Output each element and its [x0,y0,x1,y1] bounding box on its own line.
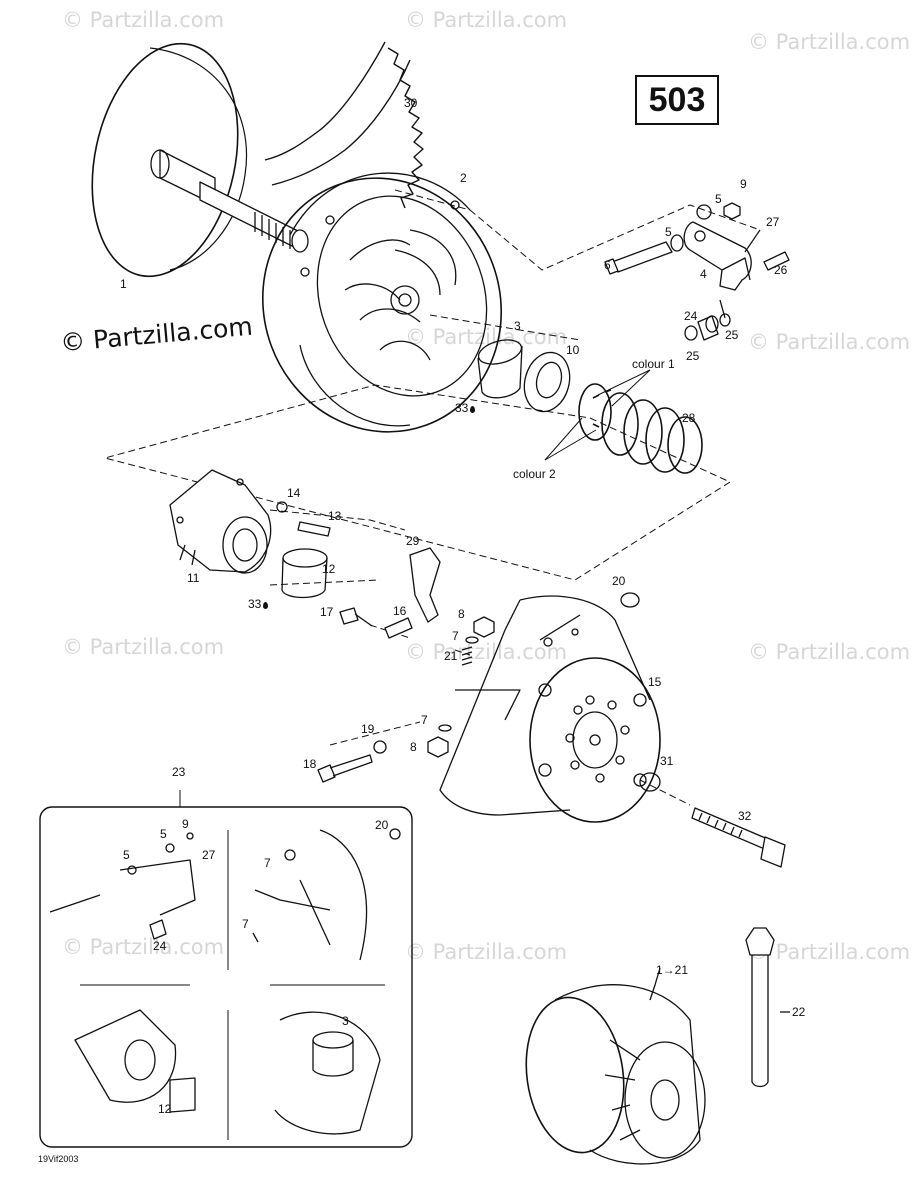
watermark: © Partzilla.com [748,330,911,354]
inset-callout-24: 24 [153,939,167,953]
bushing-part-12 [281,548,328,599]
drawing-code: 19Vif2003 [38,1154,79,1164]
callout-18: 18 [303,757,317,771]
hardware-mid [427,616,495,758]
callout-28: 28 [682,411,696,425]
callout-23: 23 [172,765,186,779]
watermark: © Partzilla.com [405,8,568,32]
callout-8: 8 [458,607,465,621]
drive-belt-part-30 [264,41,424,209]
bolt-part-18 [317,754,373,783]
inset-callout-7: 7 [242,917,249,931]
colour-pointers [544,369,651,461]
callout-12: 12 [322,562,336,576]
callout-11: 11 [187,571,200,585]
callout-colour-1: colour 1 [632,357,675,371]
callout-4: 4 [700,267,707,281]
spider-part-15 [439,595,661,823]
callout-20: 20 [612,574,626,588]
bolt-part-17 [339,607,373,627]
callout-15: 15 [648,675,662,689]
callout-10: 10 [566,343,580,357]
callout-33: 33 [248,598,269,610]
watermark: © Partzilla.com [748,940,911,964]
callout-17: 17 [320,605,334,619]
callout-3: 3 [514,319,521,333]
page-number: 503 [635,75,719,125]
inset-callout-9: 9 [182,817,189,831]
callout-21: 21 [444,649,458,663]
bushing-part-3 [477,339,523,399]
callout-14: 14 [287,486,301,500]
hardware-upper [670,202,790,341]
watermark: © Partzilla.com [405,640,568,664]
nut-part-20 [620,592,640,608]
washer-part-10 [523,351,571,413]
callout-assembly: 1→21 [656,963,689,977]
inset-callout-27: 27 [202,848,216,862]
callout-13: 13 [328,509,342,523]
watermark: © Partzilla.com [405,325,568,349]
callout-colour-2: colour 2 [513,467,556,481]
axle-bolt-part-6 [604,241,673,275]
inset-callout-7: 7 [264,856,271,870]
callout-16: 16 [393,604,407,618]
callout-5: 5 [715,192,722,206]
callout-5: 5 [665,225,672,239]
watermark: © Partzilla.com [62,8,225,32]
screw-part-13 [297,521,331,537]
callout-31: 31 [660,754,674,768]
callout-7: 7 [452,629,459,643]
grease-drop-icon [263,602,269,609]
callout-25: 25 [686,349,700,363]
inset-callout-12: 12 [158,1102,172,1116]
callout-27: 27 [766,215,780,229]
inset-callout-3: 3 [342,1014,349,1028]
callout-2: 2 [460,171,467,185]
callout-33: 33 [455,402,476,414]
watermark: © Partzilla.com [748,30,911,54]
watermark: © Partzilla.com [62,635,225,659]
callout-9: 9 [740,177,747,191]
washer-part-14 [276,501,288,513]
callout-7: 7 [421,713,428,727]
fixed-sheave-part-1 [91,42,309,278]
inset-callout-5: 5 [123,848,130,862]
callout-6: 6 [604,258,611,272]
callout-1: 1 [120,277,127,291]
pin-part-16 [384,617,413,639]
inset-callout-5: 5 [160,827,167,841]
callout-32: 32 [738,809,752,823]
spring-part-28 [578,383,703,474]
callout-24: 24 [684,309,698,323]
washer-part-19 [373,740,387,754]
callout-8: 8 [410,740,417,754]
watermark: © Partzilla.com [405,940,568,964]
bolt-part-22 [745,927,790,1088]
watermark: © Partzilla.com [62,935,225,959]
callout-25: 25 [725,328,739,342]
watermark: © Partzilla.com [748,640,911,664]
callout-30: 30 [404,96,418,110]
washer-part-31 [639,772,661,792]
callout-26: 26 [774,263,788,277]
roller-lever-part-4 [683,221,752,291]
inset-box-part-23 [39,790,413,1148]
callout-22: 22 [792,1005,806,1019]
bolt-part-32 [691,807,786,868]
callout-29: 29 [406,534,420,548]
assembled-clutch [525,967,706,1165]
arm-part-29 [409,547,441,623]
movable-sheave-part-2 [261,172,503,433]
callout-19: 19 [361,722,375,736]
inset-callout-20: 20 [375,818,389,832]
grease-drop-icon [470,406,476,413]
cam-part-11 [169,469,272,574]
